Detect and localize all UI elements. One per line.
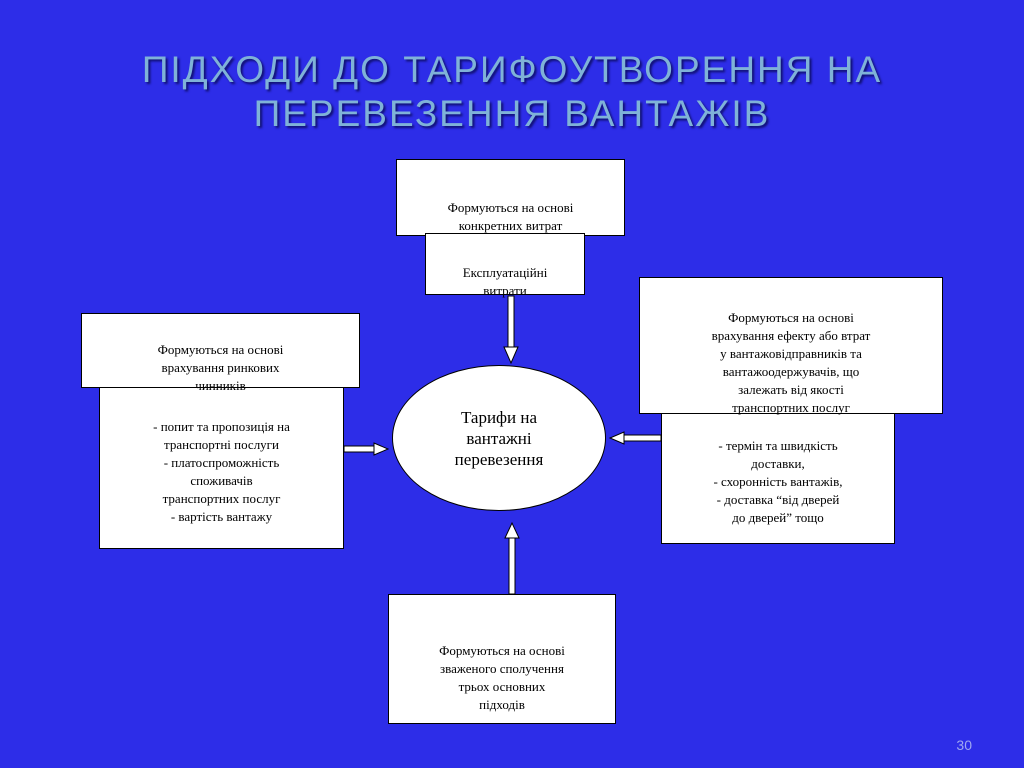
bottom-header-box: Формуються на основі зваженого сполученн… <box>388 594 616 724</box>
page-number: 30 <box>956 737 972 753</box>
arrow-top-to-center <box>503 295 519 365</box>
center-label: Тарифи на вантажні перевезення <box>454 407 544 469</box>
slide-title: ПІДХОДИ ДО ТАРИФОУТВОРЕННЯ НА ПЕРЕВЕЗЕНН… <box>141 49 883 134</box>
top-header-text: Формуються на основі конкретних витрат <box>447 200 574 233</box>
arrow-left-to-center <box>343 442 390 456</box>
top-sub-text: Експлуатаційні витрати <box>462 265 548 298</box>
arrow-bottom-to-center <box>504 521 520 595</box>
left-details-box: - попит та пропозиція на транспортні пос… <box>99 385 344 549</box>
right-details-text: - термін та швидкість доставки, - схорон… <box>713 438 843 525</box>
left-details-text: - попит та пропозиція на транспортні пос… <box>153 419 290 524</box>
left-header-text: Формуються на основі врахування ринкових… <box>157 342 284 393</box>
bottom-header-text: Формуються на основі зваженого сполученн… <box>439 643 565 712</box>
top-sub-box: Експлуатаційні витрати <box>425 233 585 298</box>
right-header-box: Формуються на основі врахування ефекту а… <box>639 277 943 415</box>
right-header-text: Формуються на основі врахування ефекту а… <box>711 310 871 415</box>
left-header-box: Формуються на основі врахування ринкових… <box>81 313 360 393</box>
center-ellipse: Тарифи на вантажні перевезення <box>392 365 606 511</box>
arrow-right-to-center <box>608 431 662 445</box>
right-details-box: - термін та швидкість доставки, - схорон… <box>661 409 895 544</box>
